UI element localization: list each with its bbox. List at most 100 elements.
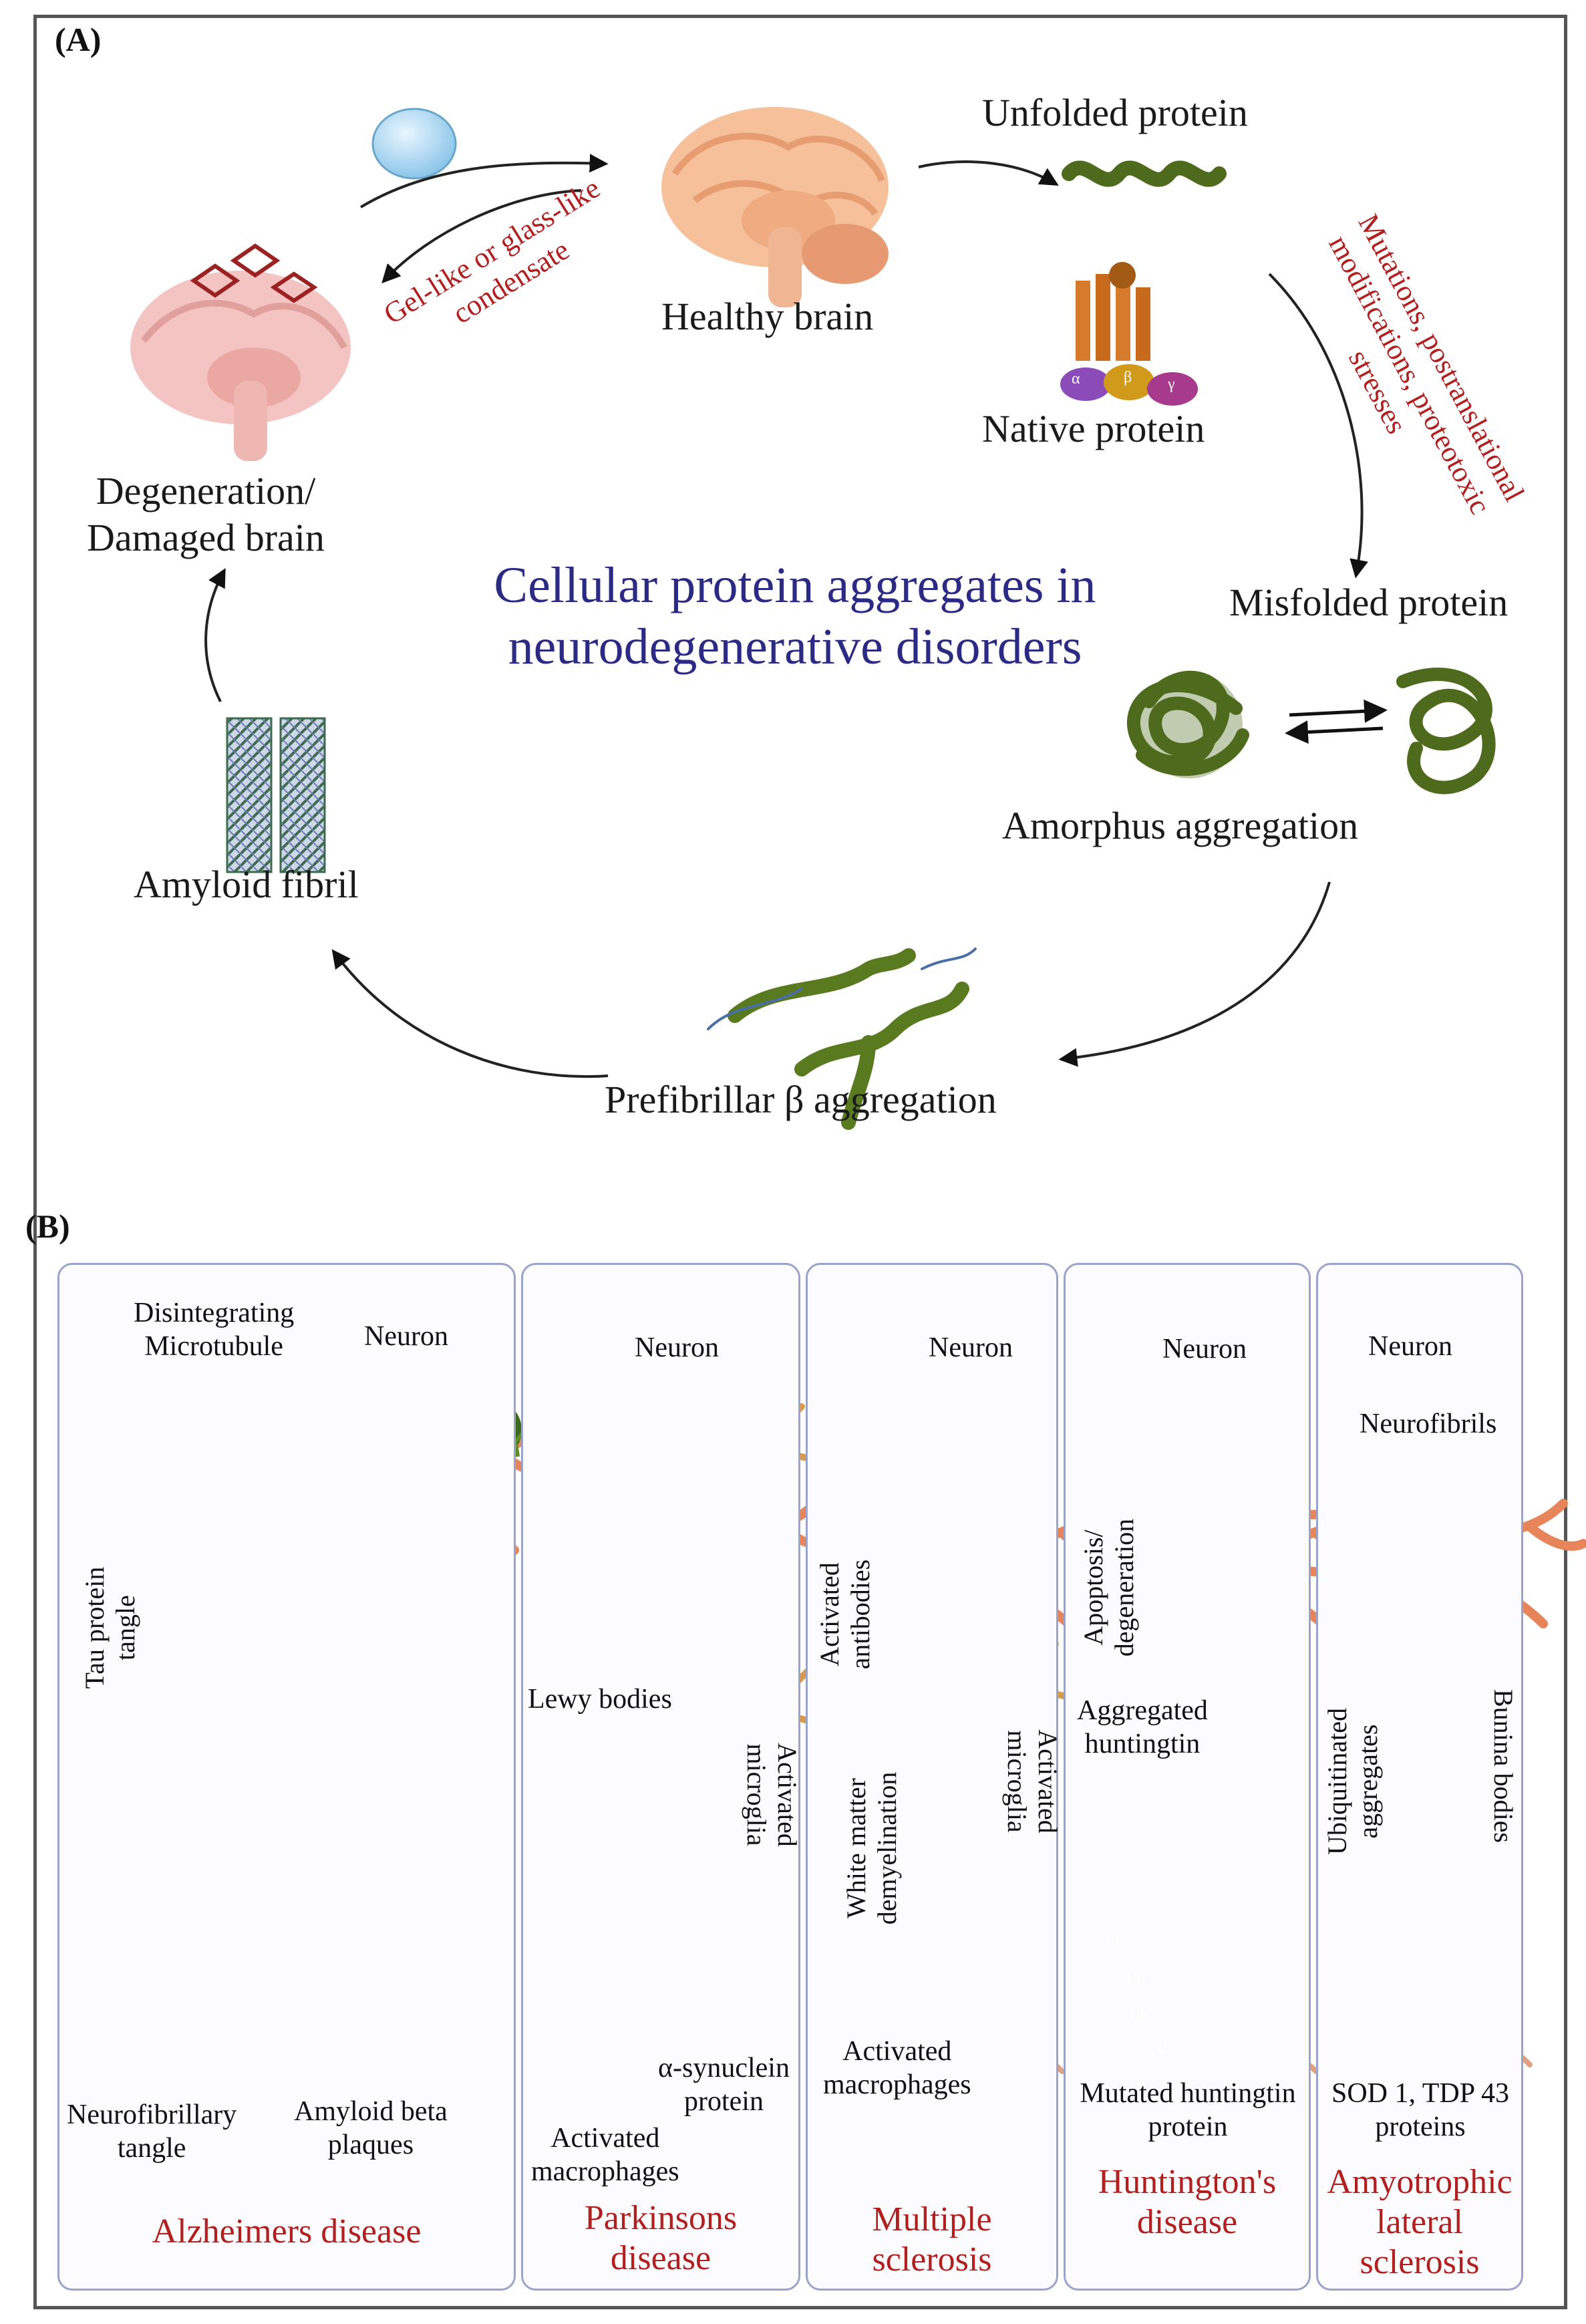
ubiquitinated-line-2: aggregates <box>1353 1724 1383 1839</box>
tau-tangle-label: Tau protein tangle <box>80 1544 141 1711</box>
mutated-line-2: protein <box>1148 2112 1228 2142</box>
beta-subunit-label: β <box>1124 369 1132 386</box>
tau-line-2: tangle <box>110 1595 140 1660</box>
native-protein-label: Native protein <box>982 407 1205 450</box>
antibodies-line-1: Activated <box>814 1562 844 1666</box>
neuron-label-huntingtons: Neuron <box>1162 1334 1247 1364</box>
arrow-native-to-misfolded <box>1268 273 1368 579</box>
unfolded-protein-label: Unfolded protein <box>982 91 1248 134</box>
pd-macrophages-line-1: Activated <box>550 2123 660 2154</box>
neuron-label-parkinsons: Neuron <box>635 1332 719 1363</box>
damaged-brain-icon <box>130 243 351 461</box>
microtubule-label: Disintegrating Microtubule <box>134 1296 294 1363</box>
droplet-icon <box>371 108 457 180</box>
ms-disease-line-2: sclerosis <box>872 2240 992 2279</box>
lewy-bodies-label: Lewy bodies <box>528 1684 672 1715</box>
prefibrillar-aggregation-label: Prefibrillar β aggregation <box>605 1078 997 1121</box>
ms-microglia-line-2: microglia <box>1002 1730 1032 1833</box>
activated-antibodies-label: Activated antibodies <box>814 1531 876 1698</box>
mutated-line-1: Mutated huntingtin <box>1080 2078 1296 2109</box>
activated-microglia-label-ms: Activated microglia <box>1001 1698 1063 1865</box>
amorphous-aggregate-icon <box>1126 670 1249 778</box>
apoptosis-label: Apoptosis/ degeneration <box>1078 1501 1140 1675</box>
neurofibrillary-tangle-label: Neurofibrillary tangle <box>67 2098 236 2165</box>
disease-name-ms: Multiple sclerosis <box>806 2200 1058 2280</box>
figure-frame <box>33 15 1567 2309</box>
panel-b-label: (B) <box>25 1207 70 1245</box>
disease-name-parkinsons: Parkinsons disease <box>521 2198 800 2279</box>
synuclein-line-1: α-synuclein <box>658 2053 790 2083</box>
nft-line-2: tangle <box>117 2133 186 2164</box>
apoptosis-line-2: degeneration <box>1109 1518 1139 1657</box>
antibodies-line-2: antibodies <box>845 1559 875 1670</box>
neuron-label-alzheimers: Neuron <box>364 1321 448 1352</box>
panel-alzheimers <box>57 1263 516 2291</box>
healthy-brain-label: Healthy brain <box>661 295 874 338</box>
bunina-bodies-label: Bunina bodies <box>1488 1689 1519 1843</box>
nft-line-1: Neurofibrillary <box>67 2099 237 2130</box>
sod-tdp-label: SOD 1, TDP 43 proteins <box>1320 2077 1521 2144</box>
disease-name-alzheimers: Alzheimers disease <box>152 2212 422 2250</box>
ubiquitinated-aggregates-label: Ubiquitinated aggregates <box>1322 1698 1384 1865</box>
white-matter-demyelination-label: White matter demyelination <box>841 1751 903 1945</box>
arrow-healthy-to-unfolded <box>918 160 1059 186</box>
misfolded-protein-label: Misfolded protein <box>1229 581 1509 624</box>
demyelination-line-1: White matter <box>841 1778 871 1918</box>
ubiquitin-label: Ub <box>1126 1970 1146 1987</box>
activated-macrophages-label-ms: Activated macrophages <box>823 2035 971 2101</box>
microtubule-line-1: Disintegrating <box>134 1298 295 1328</box>
apoptosis-line-1: Apoptosis/ <box>1078 1530 1108 1646</box>
pd-disease-line-1: Parkinsons <box>584 2199 738 2237</box>
arrow-healthy-to-condensate <box>381 189 582 284</box>
ms-macrophages-line-1: Activated <box>842 2036 952 2067</box>
amyloid-plaques-label: Amyloid beta plaques <box>294 2095 448 2162</box>
misfolded-protein-icon <box>1396 668 1496 794</box>
als-disease-line-1: Amyotrophic <box>1327 2163 1513 2201</box>
ubiquitin-label: Ub <box>1105 1933 1124 1950</box>
ms-macrophages-line-2: macrophages <box>823 2069 971 2100</box>
activated-microglia-label-parkinsons: Activated microglia <box>741 1711 802 1878</box>
degeneration-line-1: Degeneration/ <box>96 469 316 513</box>
ubiquitin-label: Ub <box>1130 2007 1149 2023</box>
arrow-condensate-to-healthy <box>359 154 609 208</box>
ms-microglia-line-1: Activated <box>1033 1729 1063 1834</box>
degeneration-label: Degeneration/ Damaged brain <box>87 468 325 561</box>
amyloid-fibril-label: Amyloid fibril <box>134 863 359 906</box>
unfolded-protein-icon <box>1062 160 1227 187</box>
mutated-huntingtin-label: Mutated huntingtin protein <box>1068 2077 1308 2144</box>
native-protein-icon <box>1060 262 1198 406</box>
panel-multiple-sclerosis <box>806 1263 1058 2291</box>
panel-huntingtons <box>1064 1263 1311 2291</box>
title-line-1: Cellular protein aggregates in <box>494 557 1096 613</box>
ubiquitin-label: Ub <box>1156 2040 1176 2057</box>
sod-line-2: proteins <box>1375 2112 1466 2142</box>
panel-parkinsons <box>521 1263 800 2291</box>
pd-microglia-line-1: Activated <box>772 1743 802 1847</box>
degeneration-line-2: Damaged brain <box>87 516 325 559</box>
ms-disease-line-1: Multiple <box>872 2200 992 2238</box>
activated-macrophages-label-parkinsons: Activated macrophages <box>531 2122 679 2188</box>
pd-microglia-line-2: microglia <box>742 1743 772 1846</box>
aggregated-line-1: Aggregated <box>1077 1695 1208 1726</box>
neuron-label-als: Neuron <box>1368 1331 1452 1362</box>
synuclein-line-2: protein <box>684 2086 764 2117</box>
plaques-line-2: plaques <box>327 2130 414 2160</box>
disease-name-als: Amyotrophic lateral sclerosis <box>1316 2162 1523 2283</box>
panel-als <box>1316 1263 1523 2291</box>
tau-line-1: Tau protein <box>80 1566 110 1689</box>
panel-a-label: (A) <box>55 21 102 58</box>
demyelination-line-2: demyelination <box>872 1771 902 1925</box>
als-disease-line-2: lateral <box>1376 2203 1463 2241</box>
hd-disease-line-1: Huntington's <box>1098 2163 1277 2201</box>
alpha-subunit-label: α <box>1072 370 1080 388</box>
pd-macrophages-line-2: macrophages <box>531 2156 679 2187</box>
gamma-subunit-label: γ <box>1168 376 1175 393</box>
aggregated-line-2: huntingtin <box>1084 1729 1201 1759</box>
aggregated-huntingtin-label: Aggregated huntingtin <box>1077 1694 1208 1761</box>
alpha-synuclein-label: α-synuclein protein <box>658 2051 790 2118</box>
ubiquitinated-line-1: Ubiquitinated <box>1322 1708 1352 1855</box>
amyloid-fibril-icon <box>226 717 326 873</box>
neurofibrils-label: Neurofibrils <box>1360 1409 1497 1439</box>
title-line-2: neurodegenerative disorders <box>508 619 1082 675</box>
arrow-prefibrillar-to-fibril <box>331 949 609 1078</box>
